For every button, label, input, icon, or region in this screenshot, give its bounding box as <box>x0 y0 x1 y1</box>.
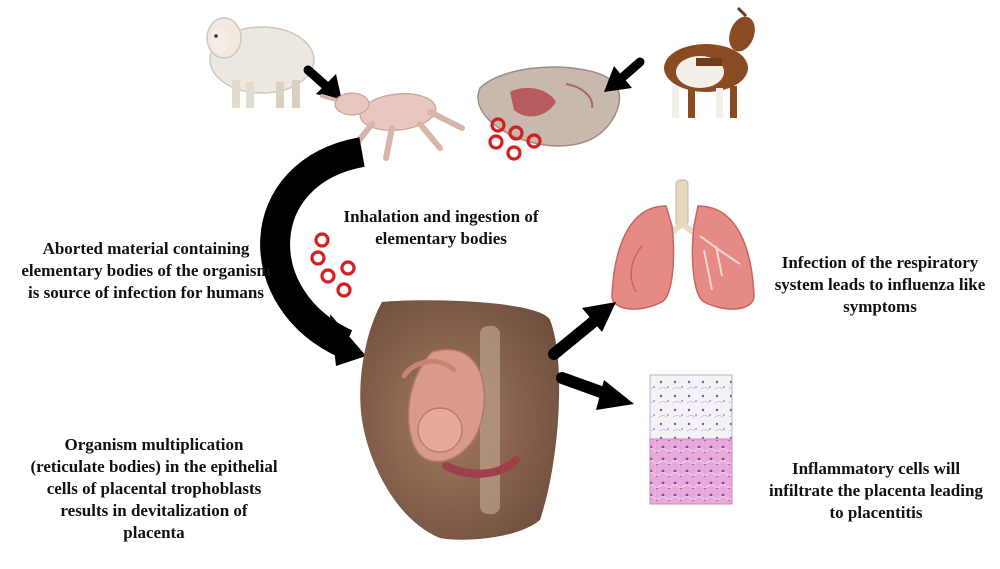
label-inflammatory: Inflammatory cells will infiltrate the p… <box>769 459 983 522</box>
inhaled-elementary-bodies-icon <box>310 232 356 298</box>
aborted-lamb-icon <box>320 92 465 161</box>
histology-slide-icon <box>649 374 733 505</box>
sheep-icon <box>206 17 315 108</box>
label-inhalation: Inhalation and ingestion of elementary b… <box>343 207 539 248</box>
lungs-icon <box>611 179 755 310</box>
arrow-to-placenta-slide <box>556 372 634 410</box>
label-respiratory: Infection of the respiratory system lead… <box>774 253 986 316</box>
pregnant-abdomen-icon <box>360 300 560 540</box>
label-aborted-material: Aborted material containing elementary b… <box>21 239 271 302</box>
goat-icon <box>664 6 755 118</box>
curved-arrow-to-human <box>260 137 366 366</box>
placenta-tissue-icon <box>477 66 621 147</box>
label-multiplication: Organism multiplication (reticulate bodi… <box>30 435 278 542</box>
arrow-goat-to-placenta <box>604 57 645 92</box>
arrow-to-lungs <box>548 302 616 360</box>
elementary-bodies-icon <box>488 117 542 161</box>
